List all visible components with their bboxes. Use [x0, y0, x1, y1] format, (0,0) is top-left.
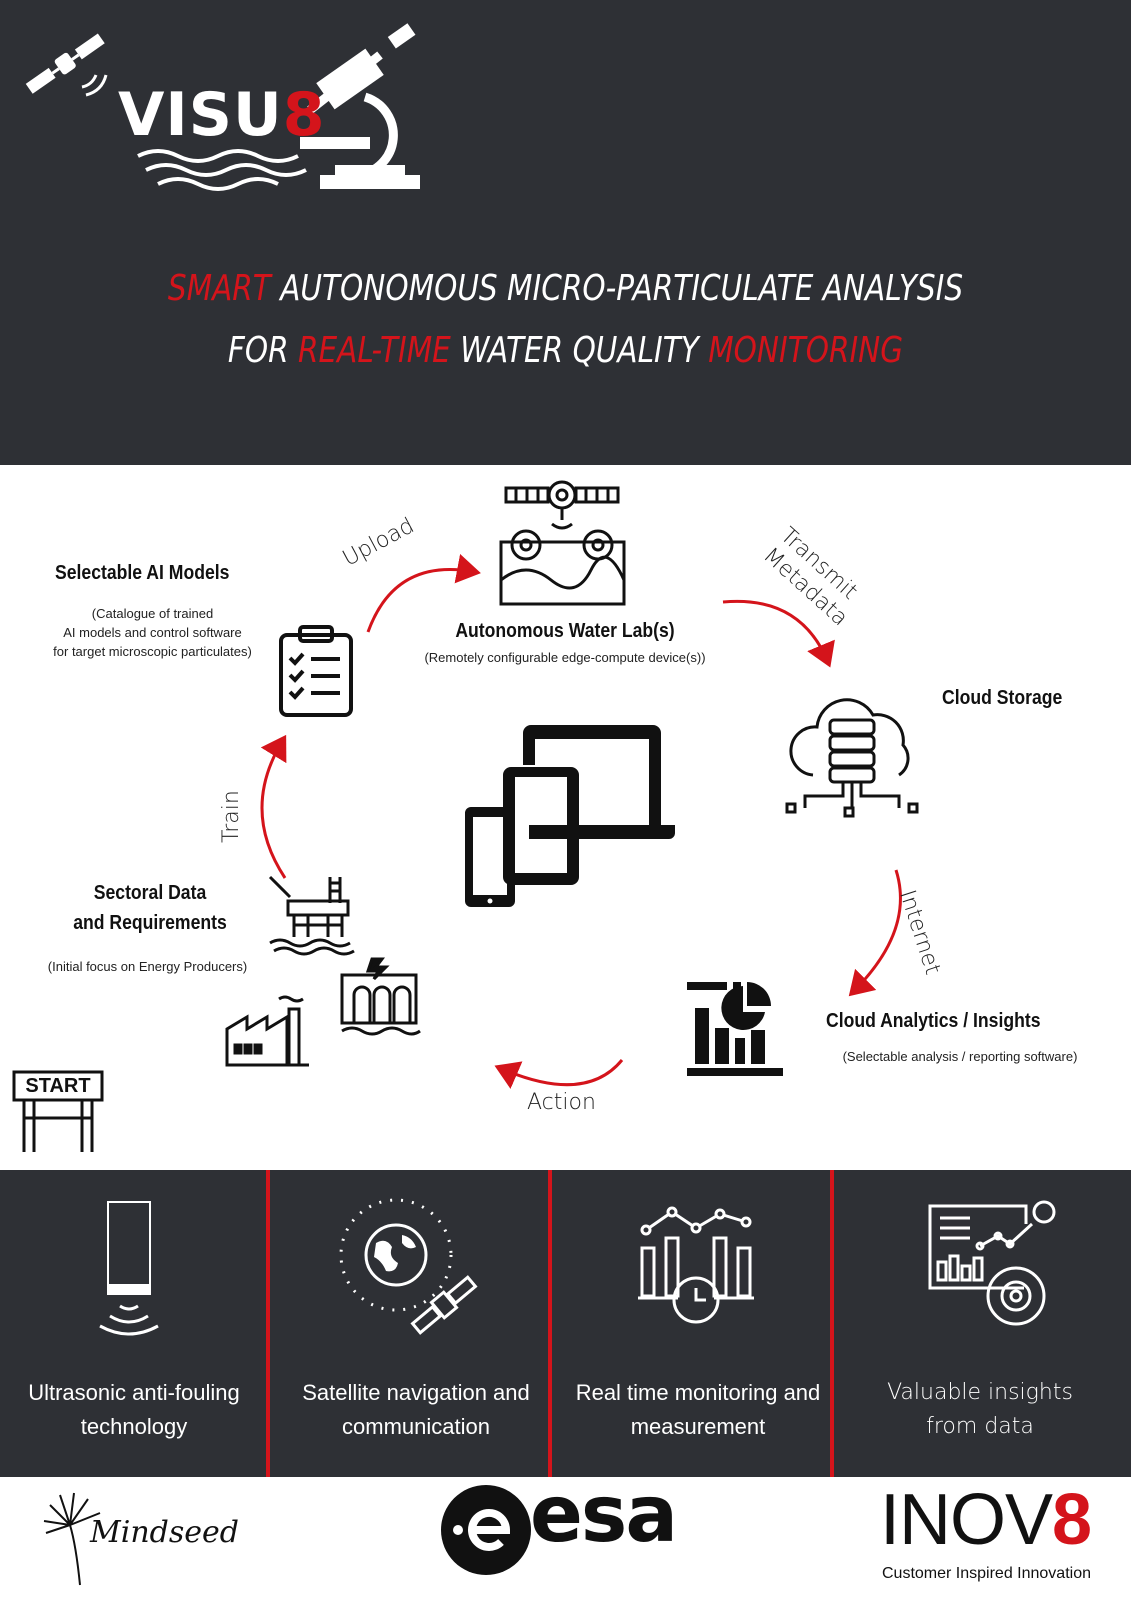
models-subtitle: (Catalogue of trained AI models and cont…: [30, 604, 275, 661]
cycle-arrows: [260, 553, 902, 1089]
models-sub-line3: for target microscopic particulates): [53, 644, 252, 659]
headline-realtime: REAL-TIME: [297, 330, 451, 371]
divider: [548, 1170, 552, 1477]
headline-for: FOR: [227, 330, 298, 371]
feature-insights-text: Valuable insights from data: [840, 1376, 1120, 1444]
brand-text: VISU: [118, 80, 283, 150]
feature-ultrasonic-text: Ultrasonic anti-fouling technology: [0, 1376, 274, 1444]
satellite-map-icon: [499, 480, 626, 606]
feature-line: Real time monitoring and: [575, 1380, 821, 1405]
feature-realtime-text: Real time monitoring and measurement: [558, 1376, 838, 1444]
waves-icon: [137, 149, 307, 191]
models-title: Selectable AI Models: [55, 562, 230, 584]
esa-emblem-icon: [441, 1485, 531, 1575]
waterlab-subtitle: (Remotely configurable edge-compute devi…: [424, 650, 706, 665]
oil-rig-icon: [268, 875, 355, 956]
analytics-title: Cloud Analytics / Insights: [826, 1010, 1041, 1032]
waterlab-title: Autonomous Water Lab(s): [455, 620, 675, 642]
sectoral-title-line1: Sectoral Data: [93, 882, 207, 904]
headline-monitoring: MONITORING: [708, 330, 904, 371]
arrow-action: [494, 1059, 624, 1089]
header-banner: VISU8 SMART AUTONOMOUS MICRO-PARTICULATE…: [0, 0, 1131, 465]
headline-line-2: FOR REAL-TIME WATER QUALITY MONITORING: [102, 330, 1029, 371]
headline-water-quality: WATER QUALITY: [450, 330, 709, 371]
insights-dashboard-icon: [928, 1200, 1056, 1326]
satellite-globe-icon: [339, 1198, 478, 1335]
models-sub-line2: AI models and control software: [63, 625, 242, 640]
brand-digit: 8: [282, 80, 326, 150]
feature-line: communication: [342, 1414, 490, 1439]
inov-text: INOV: [880, 1480, 1053, 1560]
start-label: START: [25, 1075, 91, 1097]
feature-satellite-text: Satellite navigation and communication: [276, 1376, 556, 1444]
inov8-logo: INOV8 Customer Inspired Innovation: [880, 1480, 1120, 1593]
microscope-icon: [300, 23, 420, 189]
feature-line: measurement: [630, 1414, 766, 1439]
cycle-diagram: Upload Transmit Metadata Internet Action…: [0, 465, 1131, 1170]
headline-rest-1: AUTONOMOUS MICRO-PARTICULATE ANALYSIS: [270, 268, 964, 309]
factory-icon: [225, 995, 309, 1067]
feature-insights: Valuable insights from data: [840, 1170, 1120, 1477]
label-action: Action: [527, 1090, 596, 1115]
mindseed-logo: Mindseed: [40, 1487, 240, 1587]
headline-smart: SMART: [167, 268, 271, 309]
label-train: Train: [219, 790, 244, 843]
arrow-internet: [848, 869, 902, 997]
storage-title: Cloud Storage: [942, 687, 1063, 709]
inov-tagline: Customer Inspired Innovation: [882, 1565, 1091, 1582]
features-band: Ultrasonic anti-fouling technology Satell…: [0, 1170, 1131, 1477]
feature-ultrasonic: Ultrasonic anti-fouling technology: [0, 1170, 274, 1477]
hydro-dam-icon: [340, 957, 421, 1036]
arrow-train: [260, 734, 287, 879]
feature-line: Ultrasonic anti-fouling: [28, 1380, 240, 1405]
start-gate-icon: [12, 1070, 104, 1152]
arrow-upload: [366, 553, 481, 633]
feature-line: Satellite navigation and: [302, 1380, 530, 1405]
satellite-icon: [25, 33, 108, 97]
feature-realtime: Real time monitoring and measurement: [558, 1170, 838, 1477]
partner-logos: Mindseed esa INOV8 Customer Inspired Inn…: [0, 1470, 1131, 1600]
divider: [830, 1170, 834, 1477]
divider: [266, 1170, 270, 1477]
analytics-subtitle: (Selectable analysis / reporting softwar…: [842, 1049, 1078, 1064]
feature-line: from data: [926, 1414, 1034, 1439]
arrow-transmit: [722, 599, 835, 668]
mindseed-text: Mindseed: [90, 1515, 239, 1550]
start-sign: START: [12, 1070, 104, 1160]
cloud-database-icon: [785, 698, 919, 818]
models-sub-line1: (Catalogue of trained: [91, 606, 214, 621]
ultrasonic-icon: [99, 1201, 159, 1336]
feature-line: Valuable insights: [887, 1380, 1073, 1405]
brand-logo-visu8: VISU8: [118, 80, 325, 150]
inov-digit: 8: [1052, 1480, 1092, 1560]
esa-text: esa: [530, 1470, 678, 1560]
esa-logo: esa: [440, 1470, 690, 1586]
dandelion-icon: [43, 1492, 101, 1586]
sectoral-subtitle: (Initial focus on Energy Producers): [47, 959, 248, 974]
feature-line: technology: [80, 1414, 188, 1439]
clipboard-checklist-icon: [279, 625, 353, 717]
realtime-chart-icon: [638, 1206, 754, 1324]
headline-line-1: SMART AUTONOMOUS MICRO-PARTICULATE ANALY…: [102, 268, 1029, 309]
sectoral-title-line2: and Requirements: [73, 912, 227, 934]
devices-icon: [465, 725, 675, 907]
feature-satellite: Satellite navigation and communication: [276, 1170, 556, 1477]
analytics-chart-icon: [687, 982, 783, 1076]
